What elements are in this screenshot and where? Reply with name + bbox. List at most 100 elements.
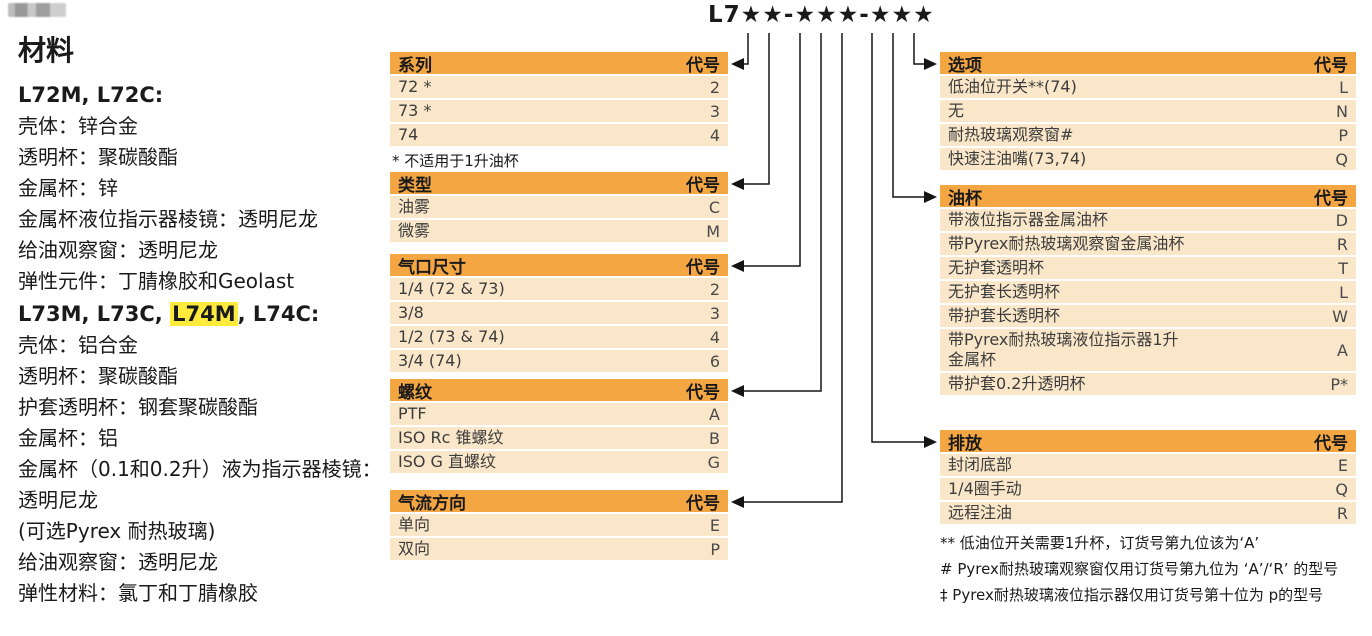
material-line: 弹性元件：丁腈橡胶和Geolast [18,269,295,293]
row-label: 微雾 [398,221,431,240]
row-label: 带液位指示器金属油杯 [948,210,1109,229]
row-label: 油雾 [398,197,431,216]
table-row: 73 * 3 [390,100,728,122]
table-title: 螺纹 [398,382,432,403]
material-line: 护套透明杯：钢套聚碳酸酯 [18,395,258,419]
code-header: 代号 [1314,188,1348,209]
material-line: 金属杯：锌 [18,176,118,200]
material-line: 透明杯：聚碳酸酯 [18,364,178,388]
heading-text: L73M, L73C, [18,302,171,326]
materials-section: 材料 L72M, L72C: 壳体：锌合金 透明杯：聚碳酸酯 金属杯：锌 金属杯… [18,34,390,609]
highlighted-model: L74M [170,302,238,326]
row-code: T [1338,258,1348,278]
material-line: 透明杯：聚碳酸酯 [18,145,178,169]
code-header: 代号 [686,175,720,196]
row-label: PTF [398,404,427,423]
row-code: A [1337,340,1348,360]
table-row: 3/8 3 [390,302,728,324]
row-code: L [1339,282,1348,302]
table-row: 无护套长透明杯 L [940,281,1356,303]
row-label: 73 * [398,101,432,120]
heading-text: , L74C: [237,302,320,326]
footnote-low-oil: ** 低油位开关需要1升杯，订货号第九位该为‘A’ [940,534,1260,552]
table-header: 排放 代号 [940,430,1356,454]
row-label: 无护套透明杯 [948,258,1045,277]
materials-heading-l72: L72M, L72C: [18,83,164,107]
table-row: 带Pyrex耐热玻璃液位指示器1升 金属杯 A [940,329,1356,371]
row-code: B [709,428,720,448]
row-label: 双向 [398,539,431,558]
table-row: 耐热玻璃观察窗# P [940,124,1356,146]
row-code: A [709,404,720,424]
table-row: 低油位开关**(74)L [940,76,1356,98]
table-header: 气口尺寸 代号 [390,254,728,278]
row-label: 1/4圈手动 [948,479,1022,498]
code-header: 代号 [1314,433,1348,454]
material-line: 金属杯：铝 [18,426,118,450]
table-row: 1/2 (73 & 74)4 [390,326,728,348]
code-header: 代号 [1314,55,1348,76]
table-header: 气流方向 代号 [390,490,728,514]
row-label: 带护套长透明杯 [948,306,1061,325]
materials-heading-l73-l74: L73M, L73C, L74M, L74C: [18,299,390,330]
row-label: 带Pyrex耐热玻璃液位指示器1升 金属杯 [948,330,1179,369]
materials-title: 材料 [18,34,75,67]
code-header: 代号 [686,55,720,76]
row-code: 3 [709,303,720,323]
table-header: 选项 代号 [940,52,1356,76]
row-label: 72 * [398,77,432,96]
row-code: E [1337,455,1348,475]
material-line: 弹性材料：氯丁和丁腈橡胶 [18,581,258,605]
row-label: 1/2 (73 & 74) [398,327,505,346]
table-header: 系列 代号 [390,52,728,76]
table-row: 72 *2 [390,76,728,98]
model-code: L7★★-★★★-★★★ [708,2,935,28]
row-label: ISO G 直螺纹 [398,452,497,471]
table-row: 单向 E [390,514,728,536]
row-code: Q [1335,149,1348,169]
row-label: 耐热玻璃观察窗# [948,125,1074,144]
table-title: 类型 [398,175,432,196]
code-header: 代号 [686,257,720,278]
code-header: 代号 [686,493,720,514]
row-label: 快速注油嘴(73,74) [948,149,1087,168]
row-label: 3/4 (74) [398,351,462,370]
row-code: 3 [709,101,720,121]
table-title: 排放 [948,433,982,454]
row-code: 2 [709,279,720,299]
table-port-size: 气口尺寸 代号 1/4 (72 & 73) 2 3/8 3 1/2 (73 & 74… [390,254,728,374]
row-label: 封闭底部 [948,455,1013,474]
row-label: 3/8 [398,303,424,322]
table-header: 类型 代号 [390,172,728,196]
row-label: 单向 [398,515,431,534]
material-line: (可选Pyrex 耐热玻璃) [18,519,216,543]
table-title: 选项 [948,55,982,76]
row-code: Q [1335,479,1348,499]
row-code: M [706,221,720,241]
material-line: 给油观察窗：透明尼龙 [18,238,218,262]
row-label: 无护套长透明杯 [948,282,1061,301]
row-code: L [1339,77,1348,97]
material-line: 壳体：铝合金 [18,333,138,357]
row-label: 无 [948,101,965,120]
row-code: R [1336,503,1348,523]
row-code: P [1338,125,1348,145]
row-label: 1/4 (72 & 73) [398,279,505,298]
table-row: 1/4圈手动 Q [940,478,1356,500]
logo-redacted [8,3,66,17]
row-code: 4 [709,125,720,145]
row-code: E [709,515,720,535]
